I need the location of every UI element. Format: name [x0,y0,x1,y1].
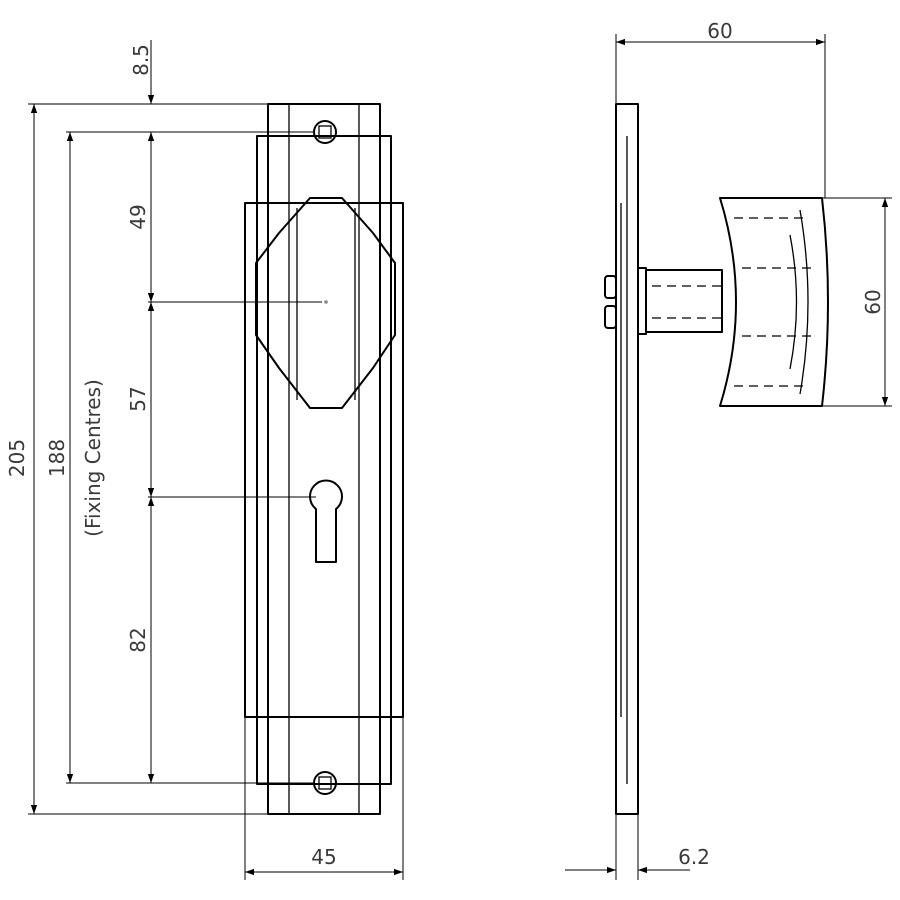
top-screw-icon [313,120,337,144]
dim-fixing-centres-note: (Fixing Centres) [81,379,105,537]
keyhole-icon [309,479,343,563]
spindle-fixing-icon [604,267,647,335]
dim-knob-to-keyhole: 57 [126,386,150,411]
side-plate-outer [615,103,639,815]
dim-width: 45 [311,845,336,869]
dim-keyhole-to-screw: 82 [126,627,150,652]
dim-top-offset: 8.5 [129,44,153,76]
dim-knob-diameter: 60 [861,289,885,314]
knob-front-icon [255,197,396,409]
dim-screw-to-knob: 49 [126,204,150,229]
dim-projection: 60 [707,19,732,43]
side-view: 60 60 6.2 [565,19,892,880]
knob-shaft [645,269,723,333]
dim-fixing-centres: 188 [45,439,69,477]
front-plate [267,103,381,815]
front-view: 8.5 205 188 (Fixing Centres) 49 57 82 45 [5,40,404,880]
dim-plate-thickness: 6.2 [678,845,710,869]
knob-side-icon [719,197,829,407]
back-plate-outer [244,202,404,718]
back-plate-middle [256,135,392,785]
dim-overall-height: 205 [5,439,29,477]
